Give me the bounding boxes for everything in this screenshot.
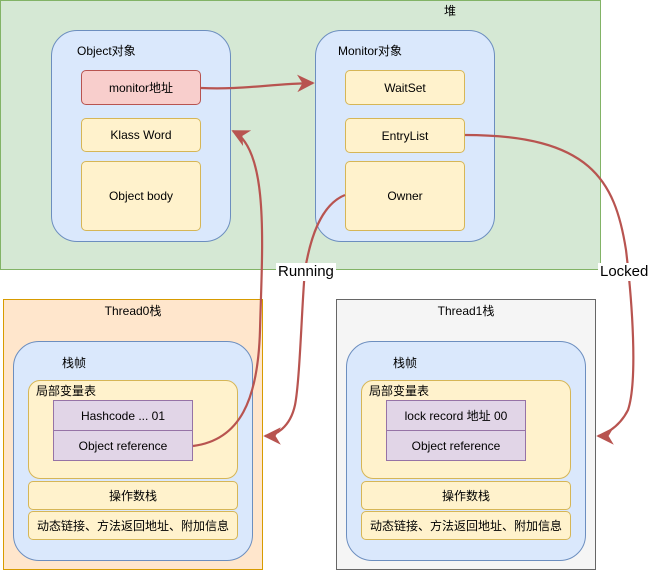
thread1-title: Thread1栈 [437, 304, 495, 318]
thread1-frame-title: 栈帧 [393, 356, 418, 370]
thread1-extras: 动态链接、方法返回地址、附加信息 [361, 511, 571, 540]
arrow-entrylist-to-thread1 [464, 133, 635, 445]
thread1-slot-object-reference: Object reference [386, 430, 526, 461]
owner-cell: Owner [345, 161, 465, 231]
thread0-locals-title: 局部变量表 [36, 384, 97, 398]
thread1-operand-stack: 操作数栈 [361, 481, 571, 510]
thread0-operand-stack: 操作数栈 [28, 481, 238, 510]
object-body-cell: Object body [81, 161, 201, 231]
thread0-slot-hashcode: Hashcode ... 01 [53, 400, 193, 431]
thread0-extras: 动态链接、方法返回地址、附加信息 [28, 511, 238, 540]
thread1-slot-lock-record: lock record 地址 00 [386, 400, 526, 431]
entrylist-cell: EntryList [345, 118, 465, 153]
arrow-monitor-address-to-monitor [200, 74, 315, 93]
edge-label-locked: Locked [598, 263, 651, 281]
thread1-locals-title: 局部变量表 [369, 384, 430, 398]
object-title: Object对象 [77, 44, 136, 58]
thread0-frame-title: 栈帧 [62, 356, 87, 370]
arrow-object-reference-to-klass-word [192, 130, 264, 448]
monitor-address-cell: monitor地址 [81, 70, 201, 105]
thread0-title: Thread0栈 [104, 304, 162, 318]
waitset-cell: WaitSet [345, 70, 465, 105]
monitor-title: Monitor对象 [338, 44, 403, 58]
edge-label-running: Running [276, 263, 336, 281]
klass-word-cell: Klass Word [81, 118, 201, 152]
heap-title: 堆 [443, 4, 456, 18]
thread0-slot-object-reference: Object reference [53, 430, 193, 461]
arrow-owner-to-thread0 [263, 193, 346, 445]
